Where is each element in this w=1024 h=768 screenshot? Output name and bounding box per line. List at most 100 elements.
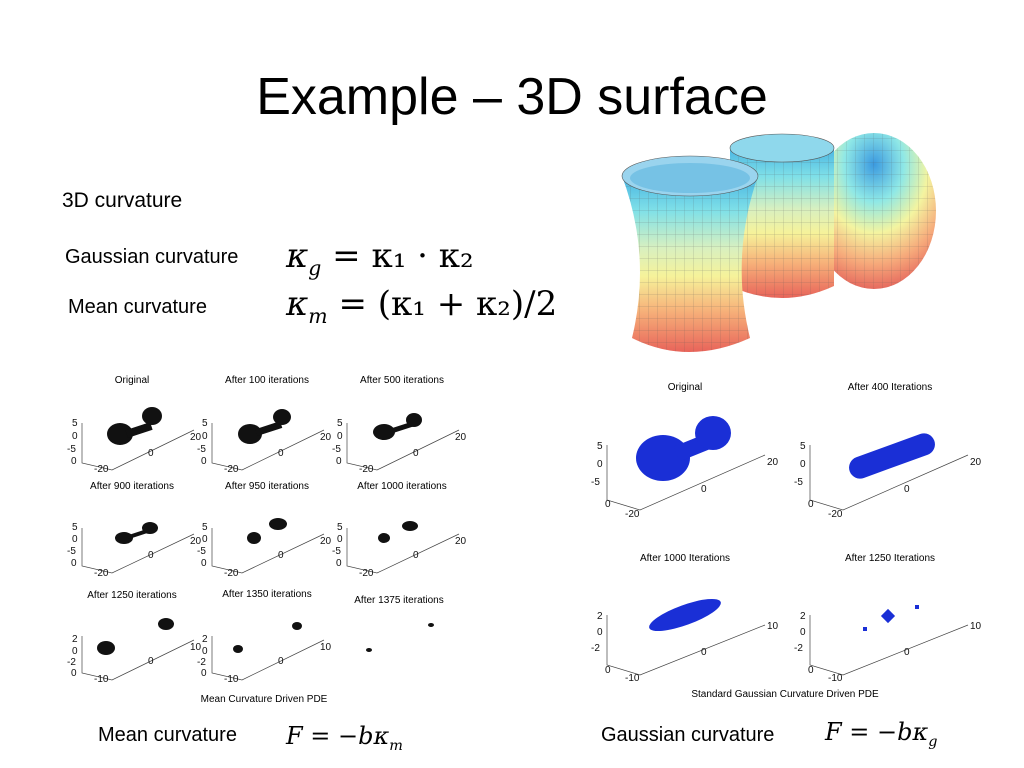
svg-text:-10: -10 (94, 674, 109, 685)
svg-text:0: 0 (413, 550, 419, 561)
svg-text:20: 20 (190, 432, 202, 443)
panel-after-400: After 400 Iterations 5 0 -5 0 -20 0 20 (794, 382, 982, 520)
svg-text:0: 0 (336, 456, 342, 467)
svg-text:10: 10 (970, 621, 982, 632)
svg-text:0: 0 (278, 550, 284, 561)
svg-text:Original: Original (668, 382, 702, 393)
svg-text:-5: -5 (794, 477, 803, 488)
svg-text:After 1250 iterations: After 1250 iterations (87, 590, 177, 601)
panel-after-950: After 950 iterations 5 0 -5 0 -20 0 20 (197, 481, 332, 579)
svg-text:0: 0 (701, 484, 707, 495)
svg-text:10: 10 (320, 642, 332, 653)
svg-text:0: 0 (201, 668, 207, 679)
svg-text:20: 20 (455, 536, 467, 547)
svg-text:-2: -2 (591, 643, 600, 654)
panel-original: Original 5 0 -5 0 -20 0 20 (591, 382, 779, 520)
svg-text:After 1350 iterations: After 1350 iterations (222, 589, 312, 600)
svg-text:5: 5 (202, 418, 208, 429)
svg-text:10: 10 (190, 642, 202, 653)
surface-3d-illustration (621, 133, 936, 352)
formula-text: F = −bκ (286, 722, 390, 750)
formula-symbol: κ (286, 284, 309, 324)
svg-text:-5: -5 (332, 444, 341, 455)
svg-text:0: 0 (605, 499, 611, 510)
panel-after-900: After 900 iterations 5 0 -5 0 -20 0 20 (67, 481, 202, 579)
formula-subscript: m (308, 303, 328, 328)
svg-text:0: 0 (337, 431, 343, 442)
svg-text:After 400 Iterations: After 400 Iterations (848, 382, 933, 393)
panel-after-100: After 100 iterations 5 0 -5 0 -20 0 20 (197, 375, 332, 475)
svg-text:-10: -10 (224, 674, 239, 685)
svg-text:0: 0 (800, 459, 806, 470)
svg-text:-20: -20 (828, 509, 843, 520)
svg-text:-5: -5 (332, 546, 341, 557)
panel-after-1350: After 1350 iterations 2 0 -2 0 -10 0 10 (197, 589, 332, 685)
svg-text:10: 10 (767, 621, 779, 632)
svg-text:20: 20 (970, 457, 982, 468)
svg-text:0: 0 (72, 534, 78, 545)
figure-caption: Mean Curvature Driven PDE (201, 694, 328, 705)
mean-curvature-label: Mean curvature (68, 296, 207, 318)
svg-text:0: 0 (597, 459, 603, 470)
svg-text:-5: -5 (67, 444, 76, 455)
svg-text:-5: -5 (197, 444, 206, 455)
svg-text:0: 0 (904, 647, 910, 658)
svg-text:-2: -2 (197, 657, 206, 668)
formula-subscript: g (308, 255, 322, 280)
svg-text:0: 0 (336, 558, 342, 569)
svg-text:0: 0 (71, 558, 77, 569)
formula-rhs: = (κ₁ + κ₂)/2 (338, 284, 558, 324)
gaussian-curvature-label: Gaussian curvature (65, 246, 239, 268)
svg-text:0: 0 (202, 431, 208, 442)
svg-text:After 1250 Iterations: After 1250 Iterations (845, 553, 935, 564)
svg-text:-5: -5 (67, 546, 76, 557)
svg-text:0: 0 (808, 665, 814, 676)
bottom-mean-curvature-label: Mean curvature (98, 724, 237, 746)
svg-text:0: 0 (201, 456, 207, 467)
svg-text:0: 0 (278, 448, 284, 459)
svg-text:0: 0 (605, 665, 611, 676)
formula-symbol: κ (286, 236, 309, 276)
bottom-gaussian-curvature-label: Gaussian curvature (601, 724, 775, 746)
svg-text:5: 5 (597, 441, 603, 452)
svg-text:0: 0 (72, 646, 78, 657)
svg-text:0: 0 (904, 484, 910, 495)
svg-text:After 950 iterations: After 950 iterations (225, 481, 309, 492)
subtitle: 3D curvature (62, 189, 183, 212)
svg-text:After 1000 iterations: After 1000 iterations (357, 481, 447, 492)
svg-text:After 1000 Iterations: After 1000 Iterations (640, 553, 730, 564)
svg-text:-2: -2 (67, 657, 76, 668)
svg-text:2: 2 (597, 611, 603, 622)
formula-rhs: = κ₁ · κ₂ (332, 236, 474, 276)
svg-text:0: 0 (800, 627, 806, 638)
svg-text:After 100 iterations: After 100 iterations (225, 375, 309, 386)
svg-text:0: 0 (202, 534, 208, 545)
panel-after-1375: After 1375 iterations (354, 595, 444, 652)
panel-after-1000: After 1000 Iterations 2 0 -2 0 -10 0 10 (591, 553, 779, 684)
svg-text:0: 0 (597, 627, 603, 638)
panel-label: Original (115, 375, 149, 386)
svg-text:0: 0 (71, 456, 77, 467)
svg-text:20: 20 (190, 536, 202, 547)
svg-text:0: 0 (72, 431, 78, 442)
svg-text:5: 5 (72, 522, 78, 533)
svg-text:-20: -20 (359, 464, 374, 475)
svg-text:-2: -2 (794, 643, 803, 654)
svg-text:-20: -20 (94, 464, 109, 475)
svg-text:20: 20 (320, 536, 332, 547)
svg-text:After 1375 iterations: After 1375 iterations (354, 595, 444, 606)
svg-text:After 500 iterations: After 500 iterations (360, 375, 444, 386)
mean-curvature-formula: κm = (κ₁ + κ₂)/2 (286, 284, 557, 328)
svg-text:-20: -20 (625, 509, 640, 520)
svg-text:0: 0 (148, 550, 154, 561)
gaussian-curvature-formula: κg = κ₁ · κ₂ (286, 236, 474, 280)
svg-text:0: 0 (337, 534, 343, 545)
svg-text:5: 5 (337, 418, 343, 429)
panel-after-1250: After 1250 iterations 2 0 -2 0 -10 0 10 (67, 590, 202, 685)
panel-original: Original 5 0 -5 0 -20 0 20 (67, 375, 202, 475)
svg-text:-20: -20 (224, 464, 239, 475)
svg-text:2: 2 (202, 634, 208, 645)
svg-text:20: 20 (767, 457, 779, 468)
svg-text:5: 5 (337, 522, 343, 533)
svg-text:0: 0 (278, 656, 284, 667)
